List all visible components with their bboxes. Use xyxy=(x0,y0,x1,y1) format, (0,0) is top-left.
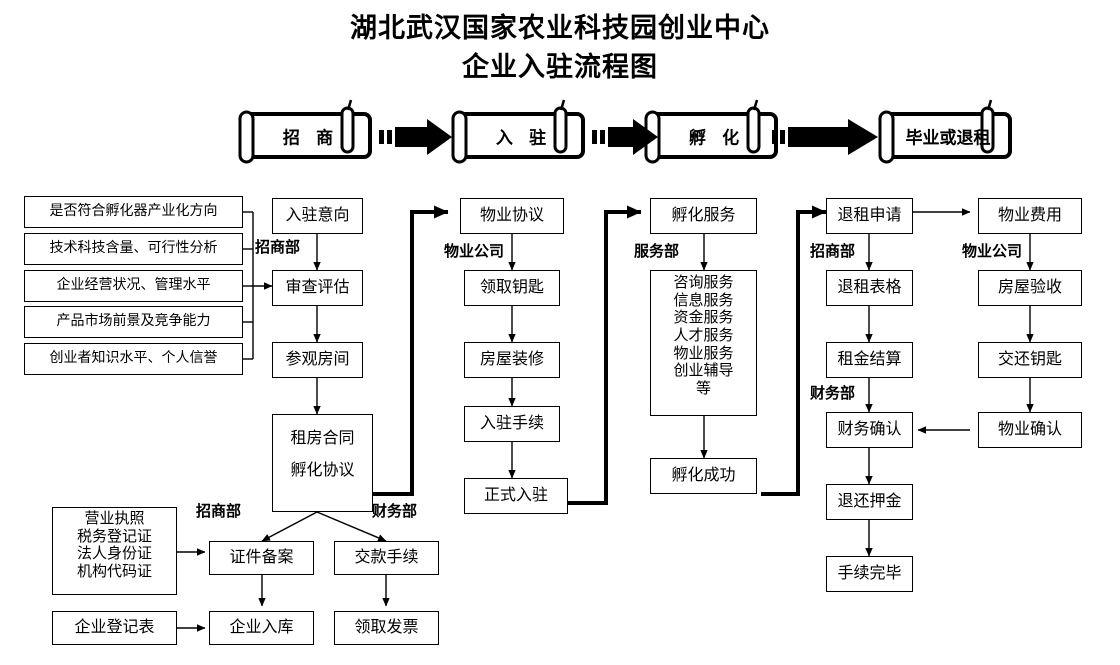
criteria-bracket xyxy=(243,211,254,360)
banner-arrow-2 xyxy=(592,119,658,155)
step-return-keys: 交还钥匙 xyxy=(978,342,1082,378)
step-renovation: 房屋装修 xyxy=(464,342,560,378)
step-entry-intent: 入驻意向 xyxy=(272,198,363,234)
dept-label-recruit-1: 招商部 xyxy=(255,239,301,256)
step-property-fee: 物业费用 xyxy=(978,198,1082,234)
step-exit-application: 退租申请 xyxy=(826,198,913,234)
lease-contract-line-2: 孵化协议 xyxy=(290,462,355,479)
banner-biye: 毕业或退租 xyxy=(886,114,1010,157)
service-item-6: 创业辅导 xyxy=(673,363,734,380)
document-item-1: 营业执照 xyxy=(84,511,145,527)
chart-title-line-2: 企业入驻流程图 xyxy=(462,52,658,82)
registration-form-box: 企业登记表 xyxy=(52,611,177,645)
banner-zhaoshang: 招 商 xyxy=(246,114,370,157)
arrow-contract-to-filing xyxy=(261,511,318,542)
step-incubation-service: 孵化服务 xyxy=(650,198,757,234)
service-item-3: 资金服务 xyxy=(673,310,734,327)
dept-label-property-2: 物业公司 xyxy=(962,243,1023,260)
step-review-evaluation: 审查评估 xyxy=(272,270,363,306)
step-lease-contract: 租房合同 孵化协议 xyxy=(272,414,373,512)
criteria-box-4: 产品市场前景及竞争能力 xyxy=(24,306,243,338)
step-collect-invoice: 领取发票 xyxy=(334,611,439,645)
step-finance-confirm: 财务确认 xyxy=(826,412,913,448)
step-property-confirm: 物业确认 xyxy=(978,412,1082,448)
documents-box: 营业执照 税务登记证 法人身份证 机构代码证 xyxy=(52,507,177,595)
dept-label-finance-1: 财务部 xyxy=(810,385,856,402)
step-movein-procedures: 入驻手续 xyxy=(464,406,560,442)
banner-arrow-3 xyxy=(772,119,878,155)
service-item-1: 咨询服务 xyxy=(673,275,734,291)
criteria-box-3: 企业经营状况、管理水平 xyxy=(24,270,243,302)
step-visit-room: 参观房间 xyxy=(272,342,363,378)
criteria-box-1: 是否符合孵化器产业化方向 xyxy=(24,196,243,228)
step-refund-deposit: 退还押金 xyxy=(826,484,913,520)
service-list-box: 咨询服务 信息服务 资金服务 人才服务 物业服务 创业辅导 等 xyxy=(650,270,757,416)
step-payment-procedure: 交款手续 xyxy=(334,541,439,575)
banner-biye-label: 毕业或退租 xyxy=(905,128,991,147)
dept-label-recruit-2: 招商部 xyxy=(810,243,856,260)
document-item-3: 法人身份证 xyxy=(76,546,152,563)
step-house-inspection: 房屋验收 xyxy=(978,270,1082,306)
step-rent-settlement: 租金结算 xyxy=(826,342,913,378)
banner-zhaoshang-label: 招 商 xyxy=(282,128,340,147)
criteria-box-2: 技术科技含量、可行性分析 xyxy=(24,233,243,265)
service-item-5: 物业服务 xyxy=(673,345,734,362)
lease-contract-line-1: 租房合同 xyxy=(290,430,355,447)
document-item-2: 税务登记证 xyxy=(76,528,152,545)
service-item-7: 等 xyxy=(695,381,711,398)
dept-label-service: 服务部 xyxy=(634,243,680,260)
link-contract-to-property-agreement xyxy=(373,205,449,496)
banner-arrow-1 xyxy=(379,119,452,155)
banner-ruzhu: 入 驻 xyxy=(459,114,583,157)
banner-fuhua: 孵 化 xyxy=(652,114,776,157)
dept-label-property-1: 物业公司 xyxy=(444,243,505,260)
banner-ruzhu-label: 入 驻 xyxy=(495,128,553,147)
step-enterprise-entry: 企业入库 xyxy=(209,611,314,645)
link-movein-to-incubation xyxy=(568,205,642,505)
step-document-filing: 证件备案 xyxy=(209,541,314,575)
dept-label-finance-2: 财务部 xyxy=(372,503,418,520)
banner-fuhua-label: 孵 化 xyxy=(688,128,746,147)
service-item-4: 人才服务 xyxy=(673,328,734,345)
criteria-box-5: 创业者知识水平、个人信誉 xyxy=(24,343,243,375)
step-incubation-success: 孵化成功 xyxy=(650,458,757,494)
step-official-movein: 正式入驻 xyxy=(464,478,568,514)
dept-label-recruit-3: 招商部 xyxy=(196,503,242,520)
step-exit-form: 退租表格 xyxy=(826,270,913,306)
step-property-agreement: 物业协议 xyxy=(460,198,564,234)
document-item-4: 机构代码证 xyxy=(76,564,152,581)
service-item-2: 信息服务 xyxy=(673,292,734,309)
chart-title-line-1: 湖北武汉国家农业科技园创业中心 xyxy=(350,13,770,43)
step-collect-keys: 领取钥匙 xyxy=(464,270,560,306)
step-procedure-complete: 手续完毕 xyxy=(826,556,913,592)
